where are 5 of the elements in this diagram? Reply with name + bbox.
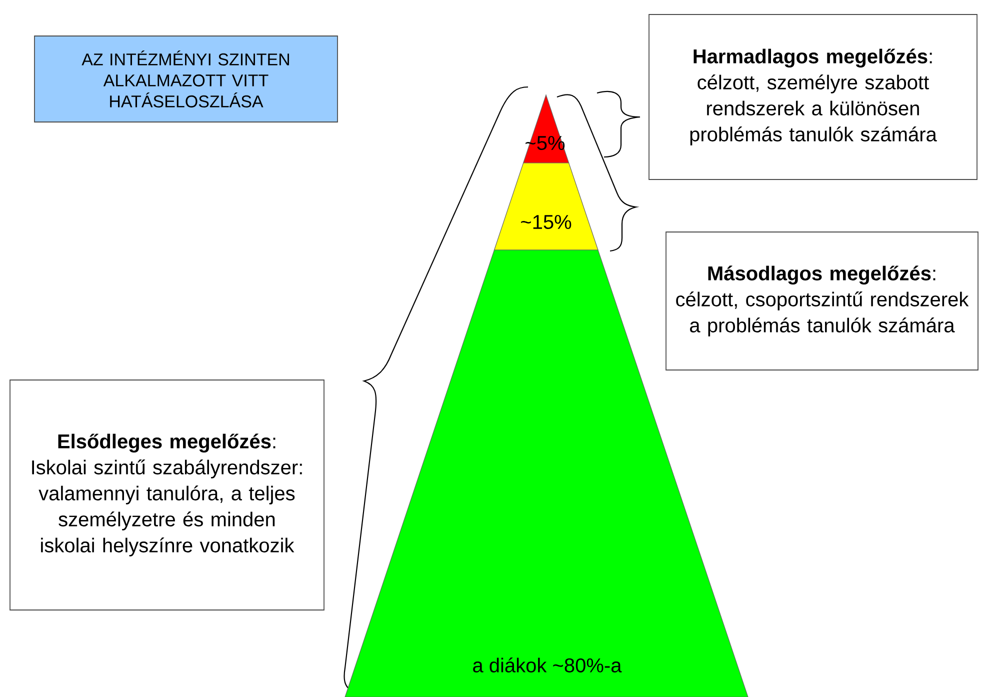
text-box: Elsődleges megelőzés: Iskolai szintű szabályrendszer: valamennyi tanulóra, a teljes személyzetre és minden iskolai helyszínre vonatkozik	[10, 380, 324, 610]
text-box: Harmadlagos megelőzés: célzott, személyre szabott rendszerek a különösen problémás tanulók számára	[648, 14, 978, 180]
title-box: AZ INTÉZMÉNYI SZINTEN ALKALMAZOTT VITT HATÁSELOSZLÁSA	[34, 36, 338, 122]
text-box: Másodlagos megelőzés: célzott, csoportszintű rendszerek a problémás tanulók számára	[666, 232, 978, 370]
pyramid-section: ~15%	[494, 162, 598, 250]
